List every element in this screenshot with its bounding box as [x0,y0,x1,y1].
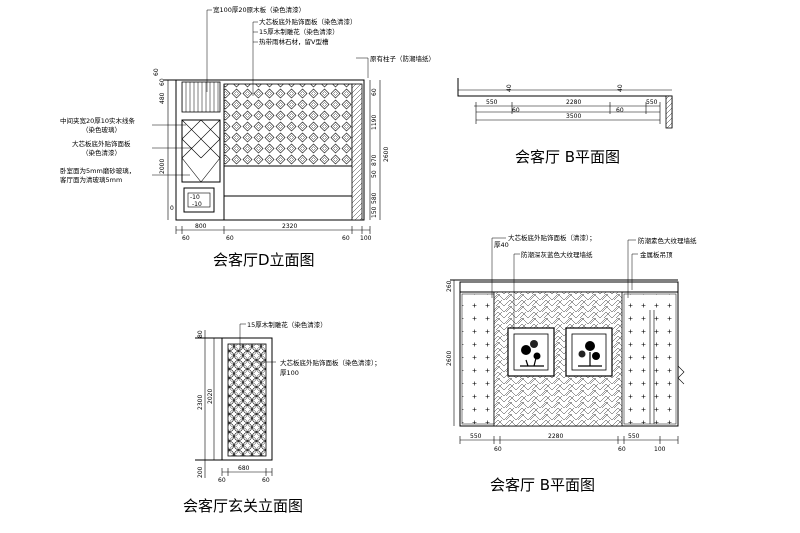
d-dim-right-1190: 1190 [371,115,378,130]
vent-box [183,187,215,213]
b-dim-100: 100 [654,446,666,453]
plan-dim-3500: 3500 [566,113,581,120]
d-ann-frosted-glass: 卧室面为5mm磨砂玻璃， [60,166,135,175]
foyer-dim-60-left: 60 [218,477,226,484]
d-ann-veneer-2: 大芯板底外贴饰面板 [72,139,131,148]
b-ann-thickness: 厚40 [494,241,509,249]
d-dim-left-60: 60 [159,78,166,86]
vent-label-2: -10 [192,201,202,208]
plan-dim-40-left: 40 [506,84,513,92]
d-dim-left-2000: 2000 [159,159,166,174]
b-dim-60-right: 60 [618,446,626,453]
plan-dim-40-right: 40 [617,84,624,92]
foyer-elevation-title: 会客厅玄关立面图 [183,497,303,515]
plan-wall-end [665,95,673,129]
framed-picture-left [507,327,555,377]
framed-picture-right [565,327,613,377]
d-ann-clear-glass: 客厅面为清玻璃5mm [60,175,122,184]
glass-lattice-door [181,119,221,183]
vent-label-1: -10 [190,194,200,201]
d-dim-bottom-2320: 2320 [282,223,297,230]
foyer-ann-carving: 15厚木制雕花（染色清漆） [247,320,327,329]
d-dim-left-480: 480 [159,92,166,104]
carved-panel [223,83,353,167]
foyer-ann-veneer: 大芯板底外贴饰面板（染色清漆）； [280,358,381,367]
b-dim-550-left: 550 [470,433,482,440]
d-ann-wood-strip: 中间夹宽20厚10实木线条 [60,116,136,125]
foyer-elevation-view: 80 2300 2020 200 680 60 60 15厚木制雕花（染色清漆）… [183,320,381,515]
carved-screen [227,343,267,457]
b-dim-260: 260 [446,280,453,292]
d-ann-carving: 15厚木制雕花（染色清漆） [259,27,339,36]
b-plan-view: 550 2280 550 60 60 40 40 3500 会客厅 B平面图 [457,78,673,166]
d-ann-stained-glass: （染色玻璃） [82,125,121,134]
b-dim-60-left: 60 [494,446,502,453]
plan-dim-60-right: 60 [616,107,624,114]
d-dim-bottom-60m: 60 [226,235,234,242]
plan-dim-550-right: 550 [646,99,658,106]
plain-wallpaper-left [461,293,495,425]
d-ann-wood-board: 宽100厚20原木板（染色清漆） [213,5,305,14]
b-elevation-view: 大芯板底外贴饰面板（清漆）； 厚40 防潮深灰蓝色大纹理墙纸 防潮素色大纹理墙纸… [446,233,697,494]
d-dim-right-60: 60 [371,88,378,96]
foyer-dim-2020: 2020 [207,389,214,404]
d-dim-bottom-100: 100 [360,235,372,242]
d-dim-right-150: 150 [371,206,378,218]
b-ann-metal-ceiling: 金属板吊顶 [640,250,673,259]
foyer-dim-200: 200 [197,466,204,478]
plan-dim-550-left: 550 [486,99,498,106]
d-dim-left-0: 0 [170,205,174,212]
d-ann-column: 原有柱子（防潮墙纸） [370,54,435,63]
d-ann-veneer-panel: 大芯板底外贴饰面板（染色清漆） [259,17,357,26]
foyer-frame [221,337,273,461]
b-dim-550-right: 550 [628,433,640,440]
d-dim-right-2600: 2600 [383,147,390,162]
b-ann-veneer: 大芯板底外贴饰面板（清漆）； [508,233,596,242]
d-elevation-title: 会客厅D立面图 [213,251,315,269]
b-ann-plain-wallpaper: 防潮素色大纹理墙纸 [638,236,697,245]
d-dim-top-60: 60 [153,68,160,76]
d-elevation-outline [175,79,365,221]
b-elevation-title: 会客厅 B平面图 [490,476,595,494]
b-ann-dark-wallpaper: 防潮深灰蓝色大纹理墙纸 [521,250,593,259]
d-dim-bottom-800: 800 [195,223,207,230]
d-dim-bottom-60l: 60 [182,235,190,242]
foyer-ann-thickness: 厚100 [280,369,299,377]
b-dim-2280: 2280 [548,433,563,440]
existing-column [351,83,363,221]
foyer-dim-60-right: 60 [262,477,270,484]
d-dim-right-870: 870 [371,154,378,166]
plan-dim-2280: 2280 [566,99,581,106]
d-ann-varnish: （染色清漆） [82,148,121,157]
foyer-dim-80: 80 [197,330,204,338]
d-dim-right-50: 50 [371,170,378,178]
plan-dim-60-left: 60 [512,107,520,114]
d-dim-right-580: 580 [371,192,378,204]
foyer-dim-680: 680 [238,465,250,472]
foyer-dim-2300: 2300 [197,395,204,410]
wood-board [181,81,221,113]
b-plan-title: 会客厅 B平面图 [515,148,620,166]
d-elevation-view: -10 -10 宽100厚20原木板（染色清漆） 大芯板底外贴饰面板（染色清漆）… [60,5,435,269]
b-dim-2600: 2600 [446,351,453,366]
d-dim-bottom-60b: 60 [342,235,350,242]
ceiling-band [459,281,679,293]
d-ann-stone: 热带雨林石材，留V型槽 [259,37,329,46]
